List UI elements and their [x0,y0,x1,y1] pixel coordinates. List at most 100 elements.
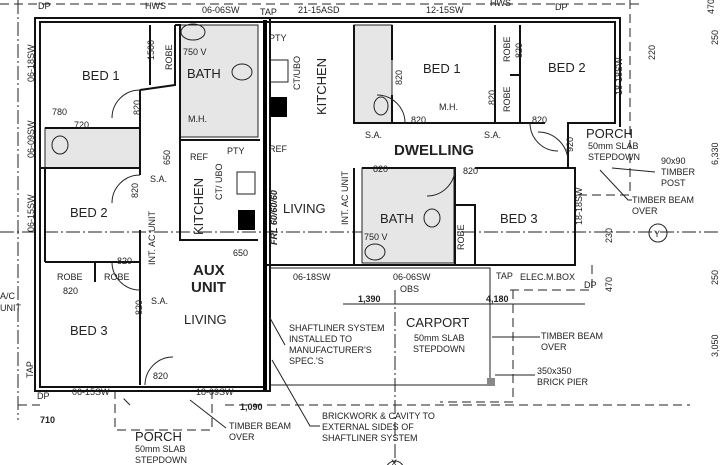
door-swing [529,122,559,152]
smoke-alarm-label: S.A. [150,174,167,184]
dim: 1,390 [358,294,381,304]
porch-note: STEPDOWN [135,455,187,465]
entry-door-swing [144,356,174,386]
aux-ensuite-tiles [44,127,141,169]
carport-eave [440,265,593,403]
beam-note: OVER [229,432,255,442]
smoke-alarm-label: S.A. [365,130,382,140]
meter-box-label: ELEC.M.BOX [520,272,575,282]
door-size: 820 [487,90,497,105]
dim: 4,180 [486,294,509,304]
window-label: 06-15SW [26,194,36,232]
aux-bath-tiles [179,24,259,138]
door-size: 920 [565,137,575,152]
room-label-bath: BATH [380,211,414,226]
door-size: 820 [532,115,547,125]
dim: 6,330 [710,142,720,165]
unit-title: DWELLING [394,142,474,159]
aux-internal-walls [40,24,260,385]
toilet-icon [51,135,69,155]
robe-label: ROBE [502,86,512,112]
dwelling-bath-tiles [361,167,455,264]
door-label: 21-15ASD [298,5,340,15]
door-size: 820 [63,286,78,296]
ac-unit-label: INT. AC UNIT [147,210,157,265]
door-size: 820 [117,256,132,266]
window-label: 06-06SW [202,5,240,15]
ctubo-label: CT/ UBO [214,163,224,200]
carport-note: STEPDOWN [413,344,465,354]
beam-note: TIMBER BEAM [229,421,291,431]
post-note: 90x90 [661,156,686,166]
basin-icon [180,23,206,41]
dim: 650 [162,150,172,165]
ac-unit-label: A/C [0,291,16,301]
dim: 250 [710,270,720,285]
robe-label: ROBE [456,224,466,250]
shaftliner-note: MANUFACTURER'S [289,345,372,355]
dim: 710 [40,415,55,425]
eave-line-bottom [18,394,690,406]
beam-note: TIMBER BEAM [541,331,603,341]
carport-outline [270,267,491,386]
brickwork-note: BRICKWORK & CAVITY TO [322,411,435,421]
label-mh: M.H. [188,114,207,124]
oven-icon [270,97,287,117]
ctubo-label: CT/UBO [292,56,302,90]
door-size: 820 [411,115,426,125]
window-label: 12-15SW [426,5,464,15]
hws-label: HWS [145,1,166,11]
dp-label: DP [555,2,568,12]
window-label: 18-18SW [574,187,584,225]
robe-label: ROBE [104,272,130,282]
toilet-icon [423,208,441,228]
grid-marker-x: X [386,458,404,465]
porch-label: PORCH [586,126,633,141]
dwelling-outer-wall [265,21,616,266]
door-size: 820 [130,183,140,198]
robe-label: ROBE [57,272,83,282]
leader-line [269,317,320,427]
room-label-living: LIVING [283,201,326,216]
aux-outer-skin [34,17,271,392]
robe-label: ROBE [164,44,174,70]
dim: 250 [710,30,720,45]
dim: 470 [604,277,614,292]
porch-note: 50mm SLAB [588,141,639,151]
cooktop-icon [236,171,256,195]
cooktop-icon [269,59,289,83]
room-label-bed2: BED 2 [548,60,586,75]
tap-label: TAP [260,7,277,17]
hws-label: HWS [490,0,511,8]
dim: 230 [604,228,614,243]
tap-label: TAP [25,361,35,378]
obscure-label: OBS [400,284,419,294]
room-label-bed1: BED 1 [82,68,120,83]
porch-note: 50mm SLAB [135,444,186,454]
svg-text:Y: Y [654,229,660,239]
shaftliner-note: SPEC.'S [289,356,324,366]
door-size: 820 [514,43,524,58]
toilet-icon [231,63,253,81]
leader-line [189,399,227,429]
window-label: 06-15SW [72,387,110,397]
label-mh: M.H. [439,102,458,112]
door-size: 820 [463,166,478,176]
shaftliner-note: INSTALLED TO [289,334,352,344]
window-label: 06-06SW [393,272,431,282]
door-size: 820 [134,300,144,315]
dwelling-ensuite-tiles [353,24,393,124]
ac-unit-label: INT. AC UNIT [340,170,350,225]
ac-unit-label: UNIT [0,303,21,313]
pier-note: BRICK PIER [537,377,589,387]
dim: 650 [233,248,248,258]
room-label-living: LIVING [184,312,227,327]
leader-line [492,336,540,376]
fridge-label: REF [190,152,209,162]
tap-label: TAP [496,271,513,281]
dwelling-outer-skin [270,17,621,127]
dp-label: DP [38,1,51,11]
dim: 1,090 [240,402,263,412]
pantry-label: PTY [227,146,245,156]
svg-text:X: X [391,458,397,465]
